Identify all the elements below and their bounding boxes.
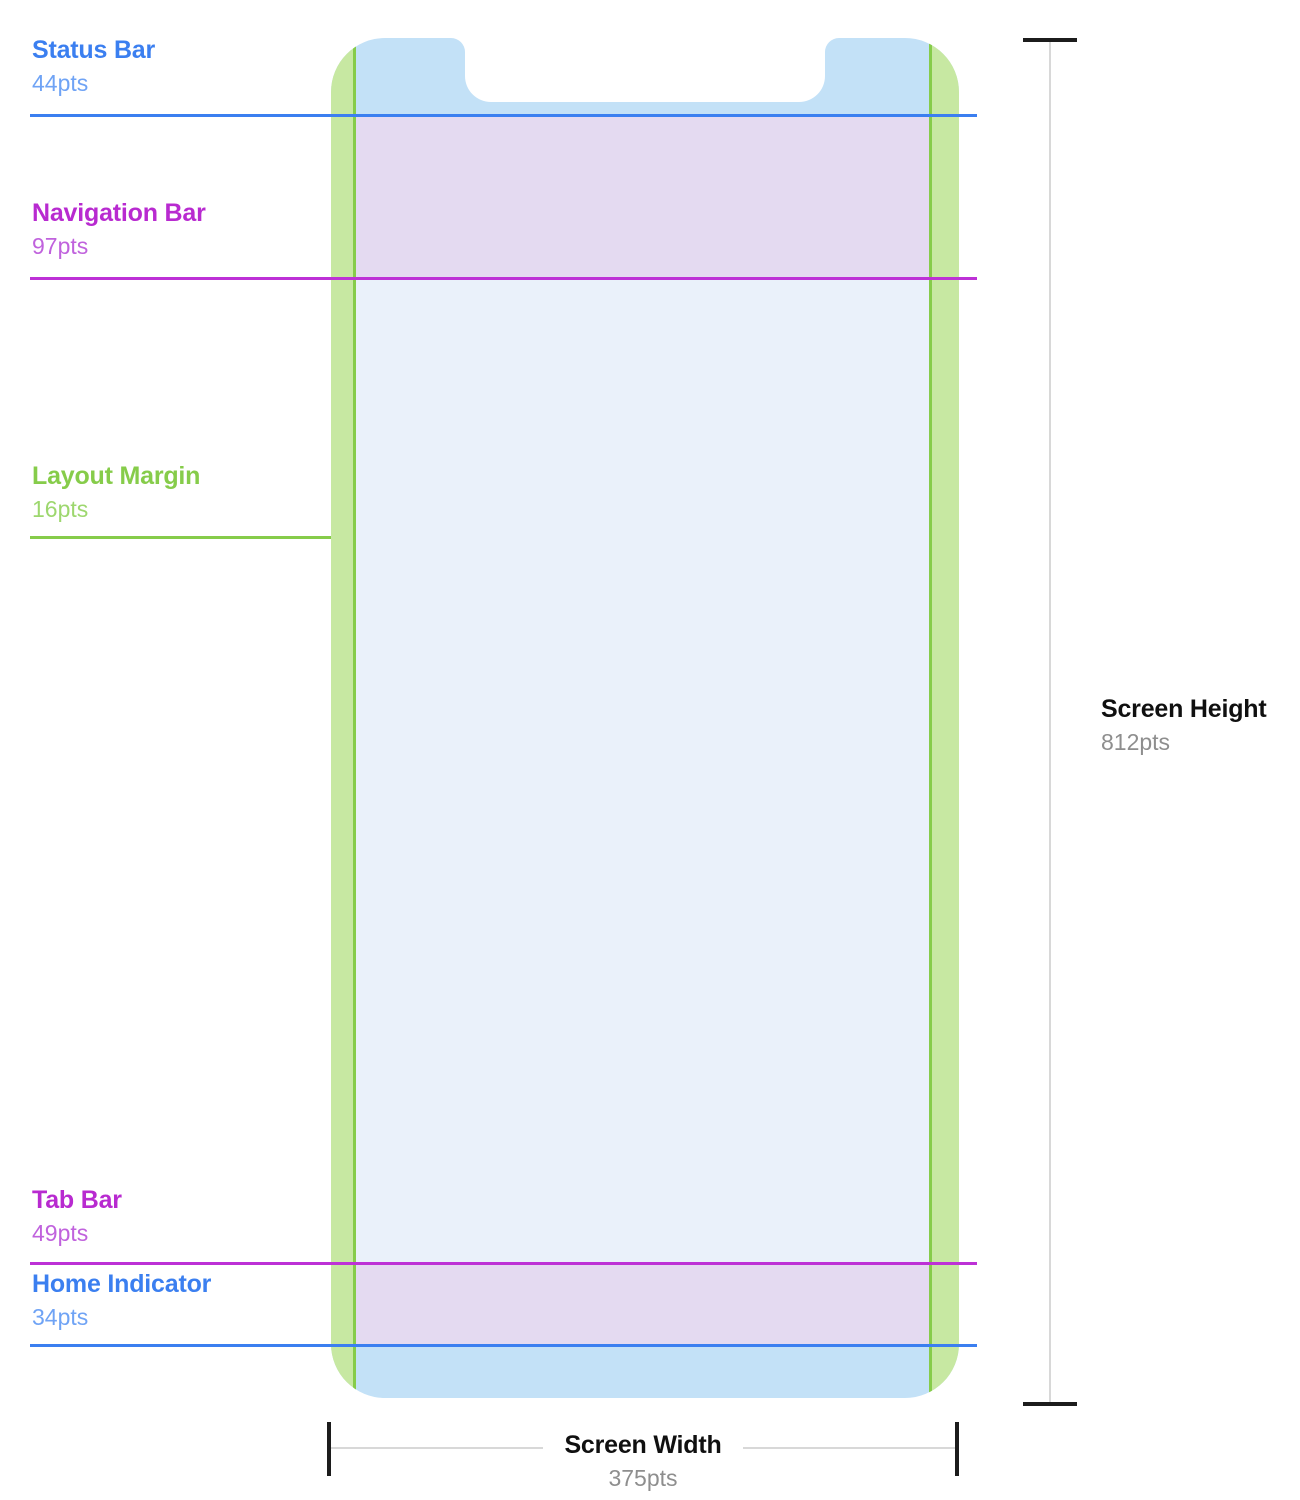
rule-home-indicator-extension bbox=[959, 1344, 977, 1347]
annotation-navigation-bar-value: 97pts bbox=[32, 233, 89, 259]
leader-line-tab-bar bbox=[30, 1262, 331, 1265]
leader-line-status-bar bbox=[30, 114, 331, 117]
annotation-tab-bar-value: 49pts bbox=[32, 1220, 89, 1246]
layout-margin-band-right bbox=[930, 38, 959, 1398]
region-content bbox=[331, 278, 959, 1262]
dimension-cap-top bbox=[1023, 38, 1077, 42]
rule-status-bar-bottom bbox=[331, 114, 959, 117]
screen-width-label: Screen Width 375pts bbox=[327, 1430, 959, 1493]
annotation-layout-margin: Layout Margin 16pts bbox=[32, 461, 200, 524]
annotation-home-indicator-value: 34pts bbox=[32, 1304, 89, 1330]
annotation-status-bar-title: Status Bar bbox=[32, 36, 156, 64]
phone-outline bbox=[331, 38, 959, 1398]
leader-line-navigation-bar bbox=[30, 277, 331, 280]
layout-margin-rule-right bbox=[929, 38, 932, 1398]
screen-width-title: Screen Width bbox=[564, 1431, 722, 1459]
region-tab-bar bbox=[331, 1262, 959, 1345]
annotation-status-bar: Status Bar 44pts bbox=[32, 35, 155, 98]
rule-navigation-bar-bottom bbox=[331, 277, 959, 280]
annotation-layout-margin-title: Layout Margin bbox=[32, 462, 201, 490]
annotation-layout-margin-value: 16pts bbox=[32, 496, 89, 522]
dimension-rail-right bbox=[743, 1447, 955, 1449]
annotation-navigation-bar-title: Navigation Bar bbox=[32, 199, 206, 227]
dimension-cap-left bbox=[327, 1422, 331, 1476]
rule-home-indicator-top bbox=[331, 1344, 959, 1347]
rule-tab-bar-extension bbox=[959, 1262, 977, 1265]
rule-tab-bar-top bbox=[331, 1262, 959, 1265]
annotation-status-bar-value: 44pts bbox=[32, 70, 89, 96]
layout-margin-band-left bbox=[331, 38, 355, 1398]
region-status-bar bbox=[331, 38, 959, 115]
dimension-cap-right bbox=[955, 1422, 959, 1476]
screen-height-value: 812pts bbox=[1101, 729, 1171, 755]
screen-height-label: Screen Height 812pts bbox=[1101, 694, 1267, 757]
region-home-indicator bbox=[331, 1345, 959, 1398]
layout-margin-rule-left bbox=[353, 38, 356, 1398]
screen-width-value: 375pts bbox=[608, 1465, 678, 1491]
dimension-rail-left bbox=[331, 1447, 543, 1449]
leader-line-layout-margin bbox=[30, 536, 355, 539]
rule-status-bar-extension bbox=[959, 114, 977, 117]
rule-navigation-bar-extension bbox=[959, 277, 977, 280]
dimension-stem-vertical bbox=[1049, 42, 1051, 1402]
screen-height-dimension-line bbox=[1023, 38, 1079, 1406]
screen-width-dimension-line bbox=[327, 1422, 959, 1476]
leader-line-home-indicator bbox=[30, 1344, 331, 1347]
annotation-tab-bar-title: Tab Bar bbox=[32, 1186, 122, 1214]
annotation-home-indicator: Home Indicator 34pts bbox=[32, 1269, 211, 1332]
annotation-home-indicator-title: Home Indicator bbox=[32, 1270, 212, 1298]
region-navigation-bar bbox=[331, 115, 959, 278]
phone-screen-regions bbox=[331, 38, 959, 1398]
dimension-cap-bottom bbox=[1023, 1402, 1077, 1406]
annotation-tab-bar: Tab Bar 49pts bbox=[32, 1185, 122, 1248]
screen-height-title: Screen Height bbox=[1101, 695, 1267, 723]
annotation-navigation-bar: Navigation Bar 97pts bbox=[32, 198, 206, 261]
